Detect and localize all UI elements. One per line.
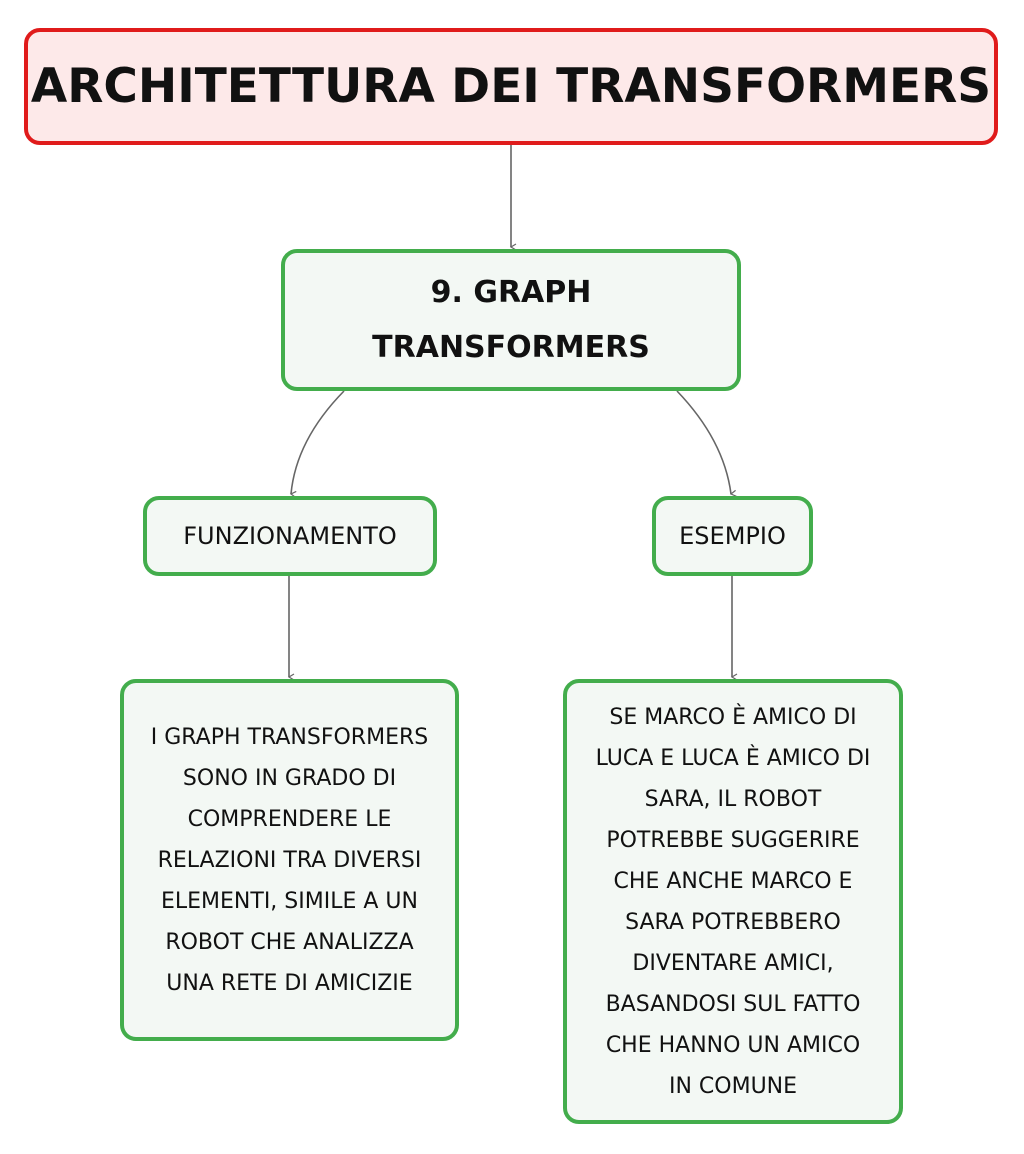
topic-node-label: 9. GRAPH TRANSFORMERS (372, 265, 650, 375)
detail-node-esempio[interactable]: SE MARCO È AMICO DI LUCA E LUCA È AMICO … (563, 679, 903, 1124)
edge-topic-to-funzionamento (289, 390, 345, 498)
topic-line-1: 9. GRAPH (430, 275, 592, 310)
topic-node-graph-transformers[interactable]: 9. GRAPH TRANSFORMERS (281, 249, 741, 391)
edge-topic-to-esempio (676, 390, 737, 497)
detail-node-funzionamento[interactable]: I GRAPH TRANSFORMERS SONO IN GRADO DI CO… (120, 679, 459, 1041)
branch-label-esempio: ESEMPIO (679, 522, 786, 550)
branch-node-funzionamento[interactable]: FUNZIONAMENTO (143, 496, 437, 576)
detail-text-esempio: SE MARCO È AMICO DI LUCA E LUCA È AMICO … (595, 704, 871, 1099)
root-node[interactable]: ARCHITETTURA DEI TRANSFORMERS (24, 28, 998, 145)
detail-text-funzionamento: I GRAPH TRANSFORMERS SONO IN GRADO DI CO… (150, 724, 429, 996)
root-node-label: ARCHITETTURA DEI TRANSFORMERS (30, 59, 992, 114)
branch-label-funzionamento: FUNZIONAMENTO (183, 522, 397, 550)
branch-node-esempio[interactable]: ESEMPIO (652, 496, 813, 576)
topic-line-2: TRANSFORMERS (372, 330, 650, 365)
